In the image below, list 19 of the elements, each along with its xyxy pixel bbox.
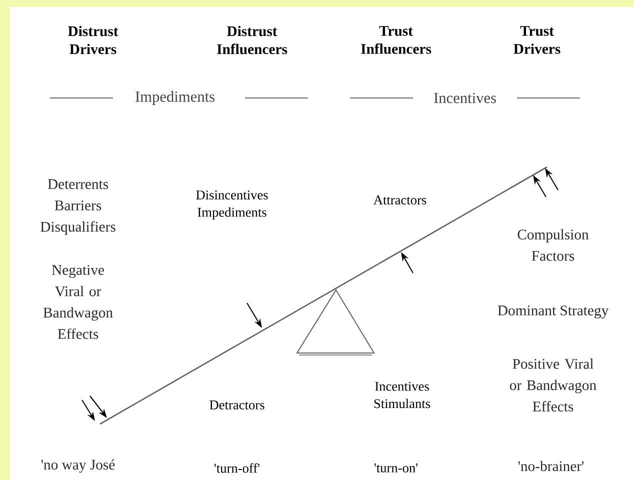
factor-label: Disincentives Impediments <box>196 190 268 220</box>
phrase-label: 'no way José <box>41 459 115 473</box>
phrase-label: 'turn-off' <box>214 463 260 473</box>
phrase-label: 'no-brainer' <box>518 460 584 472</box>
group-label: Impediments <box>136 91 214 105</box>
column-heading: Distrust Influencers <box>217 26 288 54</box>
factor-label: Dominant Strategy <box>498 306 609 318</box>
factor-label: Deterrents Barriers Disqualifiers <box>40 179 116 235</box>
phrase-label: 'turn-on' <box>374 464 418 472</box>
factor-label: Detractors <box>210 400 264 410</box>
column-heading: Trust Drivers <box>514 26 560 54</box>
column-heading: Distrust Drivers <box>68 26 118 54</box>
column-heading: Trust Influencers <box>361 26 432 54</box>
factor-label: Negative Viral or Bandwagon Effects <box>43 265 113 339</box>
factor-label: Incentives Stimulants <box>374 382 430 408</box>
factor-label: Compulsion Factors <box>518 229 589 261</box>
factor-label: Attractors <box>373 196 426 204</box>
group-label: Incentives <box>434 92 496 104</box>
factor-label: Positive Viral or Bandwagon Effects <box>510 358 596 412</box>
